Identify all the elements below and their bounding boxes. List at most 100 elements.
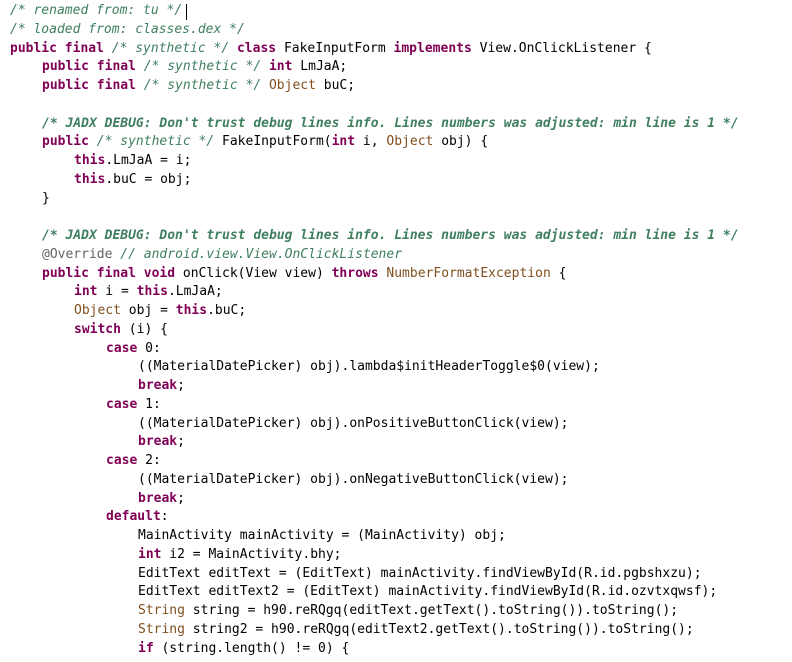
code-token-comment: // android.view.View.OnClickListener [120, 246, 403, 262]
code-line[interactable]: ((MaterialDatePicker) obj).lambda$initHe… [138, 358, 600, 377]
code-line[interactable]: EditText editText2 = (EditText) mainActi… [138, 583, 717, 602]
code-token-plain: EditText editText2 = (EditText) mainActi… [138, 584, 718, 600]
code-token-comment: /* loaded from: classes.dex */ [10, 21, 245, 37]
code-line[interactable]: } [42, 190, 50, 209]
code-token-keyword: public final [42, 265, 144, 281]
code-token-keyword: this [74, 153, 106, 168]
code-token-keyword: int [331, 134, 356, 150]
code-token-plain: ; [177, 434, 185, 450]
code-token-keyword: break [138, 490, 178, 506]
code-token-plain: 1: [137, 396, 161, 412]
code-token-plain: View.OnClickListener { [471, 40, 652, 56]
code-token-plain: .buC = obj; [105, 171, 192, 187]
code-token-plain: (string.length() != 0) { [153, 640, 350, 656]
code-line[interactable]: if (string.length() != 0) { [138, 640, 349, 659]
code-token-plain: FakeInputForm [276, 40, 394, 56]
code-token-keyword: int [74, 284, 98, 300]
code-line[interactable]: this.LmJaA = i; [74, 152, 191, 171]
code-token-keyword: this [74, 171, 106, 187]
code-line[interactable]: switch (i) { [74, 321, 168, 340]
code-token-plain: onClick(View view) [175, 265, 332, 281]
code-token-plain: } [42, 190, 50, 206]
code-token-type: Object [74, 303, 121, 318]
code-token-plain: ; [177, 490, 185, 506]
code-line[interactable]: case 2: [106, 452, 161, 471]
code-line[interactable]: /* JADX DEBUG: Don't trust debug lines i… [42, 227, 739, 246]
code-token-plain: i = [97, 284, 137, 300]
code-line[interactable]: /* renamed from: tu */ [10, 2, 182, 21]
code-token-plain: ((MaterialDatePicker) obj).lambda$initHe… [138, 359, 600, 375]
code-token-plain: { [550, 265, 567, 281]
code-token-jadx: /* JADX DEBUG: Don't trust debug lines i… [42, 228, 739, 243]
code-token-type: String [138, 603, 185, 618]
code-token-type: NumberFormatException [386, 265, 551, 281]
code-token-plain [229, 41, 237, 56]
code-token-keyword: switch [74, 321, 121, 337]
code-token-keyword: public final [10, 40, 112, 56]
code-token-plain: EditText editText = (EditText) mainActiv… [138, 565, 702, 581]
code-line[interactable]: case 1: [106, 396, 161, 415]
code-line[interactable]: break; [138, 490, 185, 509]
code-token-keyword: int [268, 59, 293, 75]
code-line[interactable]: default: [106, 508, 169, 527]
code-token-comment: /* synthetic */ [143, 59, 262, 75]
code-line[interactable]: String string2 = h90.reRQgq(editText2.ge… [138, 621, 694, 640]
code-token-plain: (i) { [120, 321, 168, 337]
code-token-plain: MainActivity mainActivity = (MainActivit… [138, 528, 506, 543]
code-token-keyword: this [175, 303, 208, 318]
code-line[interactable]: ((MaterialDatePicker) obj).onPositiveBut… [138, 415, 568, 434]
code-token-plain: .buC; [207, 303, 247, 318]
code-token-comment: /* synthetic */ [96, 134, 215, 150]
code-token-keyword: class [236, 40, 277, 56]
code-token-plain: FakeInputForm( [214, 134, 332, 150]
code-line[interactable]: public final /* synthetic */ int LmJaA; [42, 58, 347, 77]
code-token-keyword: if [138, 640, 154, 656]
code-token-plain: LmJaA; [292, 59, 348, 75]
code-token-jadx: /* JADX DEBUG: Don't trust debug lines i… [42, 115, 739, 131]
code-token-comment: /* synthetic */ [143, 78, 262, 93]
code-token-type: String [138, 621, 185, 637]
code-line[interactable]: break; [138, 433, 185, 452]
code-line[interactable]: public final /* synthetic */ Object buC; [42, 77, 355, 96]
code-line[interactable]: MainActivity mainActivity = (MainActivit… [138, 527, 506, 546]
code-token-plain [261, 78, 269, 93]
code-token-plain: : [160, 509, 169, 525]
code-line[interactable]: @Override // android.view.View.OnClickLi… [42, 246, 402, 265]
code-line[interactable]: /* loaded from: classes.dex */ [10, 21, 245, 40]
code-token-plain: i2 = MainActivity.bhy; [161, 546, 342, 562]
code-token-type: Object [268, 78, 316, 93]
code-line[interactable]: this.buC = obj; [74, 171, 191, 190]
code-token-keyword: implements [393, 40, 472, 56]
code-token-keyword: public final [42, 59, 144, 75]
code-token-keyword: int [138, 546, 162, 562]
code-token-keyword: public final [42, 78, 144, 93]
code-line[interactable]: public /* synthetic */ FakeInputForm(int… [42, 133, 488, 152]
code-token-plain: obj = [120, 303, 176, 318]
code-line[interactable]: break; [138, 377, 185, 396]
code-token-plain: 2: [137, 453, 161, 468]
code-token-comment: /* renamed from: tu */ [10, 3, 183, 18]
code-line[interactable]: /* JADX DEBUG: Don't trust debug lines i… [42, 115, 739, 134]
code-line[interactable]: int i2 = MainActivity.bhy; [138, 546, 342, 565]
code-token-keyword: break [138, 378, 178, 393]
code-line[interactable]: Object obj = this.buC; [74, 302, 246, 321]
code-token-plain: .LmJaA; [167, 284, 223, 300]
code-token-plain: 0: [137, 340, 161, 356]
code-line[interactable]: public final void onClick(View view) thr… [42, 265, 566, 284]
code-token-keyword: case [106, 453, 138, 468]
code-token-keyword: public [42, 134, 97, 150]
code-token-plain: obj) { [433, 134, 489, 150]
code-token-keyword: break [138, 434, 178, 450]
code-token-plain [261, 59, 269, 74]
code-line[interactable]: public final /* synthetic */ class FakeI… [10, 40, 652, 59]
code-token-plain: .LmJaA = i; [105, 153, 192, 168]
code-line[interactable]: String string = h90.reRQgq(editText.getT… [138, 602, 678, 621]
code-token-anno: @Override [42, 246, 113, 262]
code-token-plain: ((MaterialDatePicker) obj).onPositiveBut… [138, 415, 569, 431]
code-line[interactable]: ((MaterialDatePicker) obj).onNegativeBut… [138, 471, 568, 490]
code-line[interactable]: int i = this.LmJaA; [74, 283, 223, 302]
code-token-keyword: case [106, 396, 138, 412]
code-line[interactable]: EditText editText = (EditText) mainActiv… [138, 565, 702, 584]
code-line[interactable]: case 0: [106, 340, 161, 359]
